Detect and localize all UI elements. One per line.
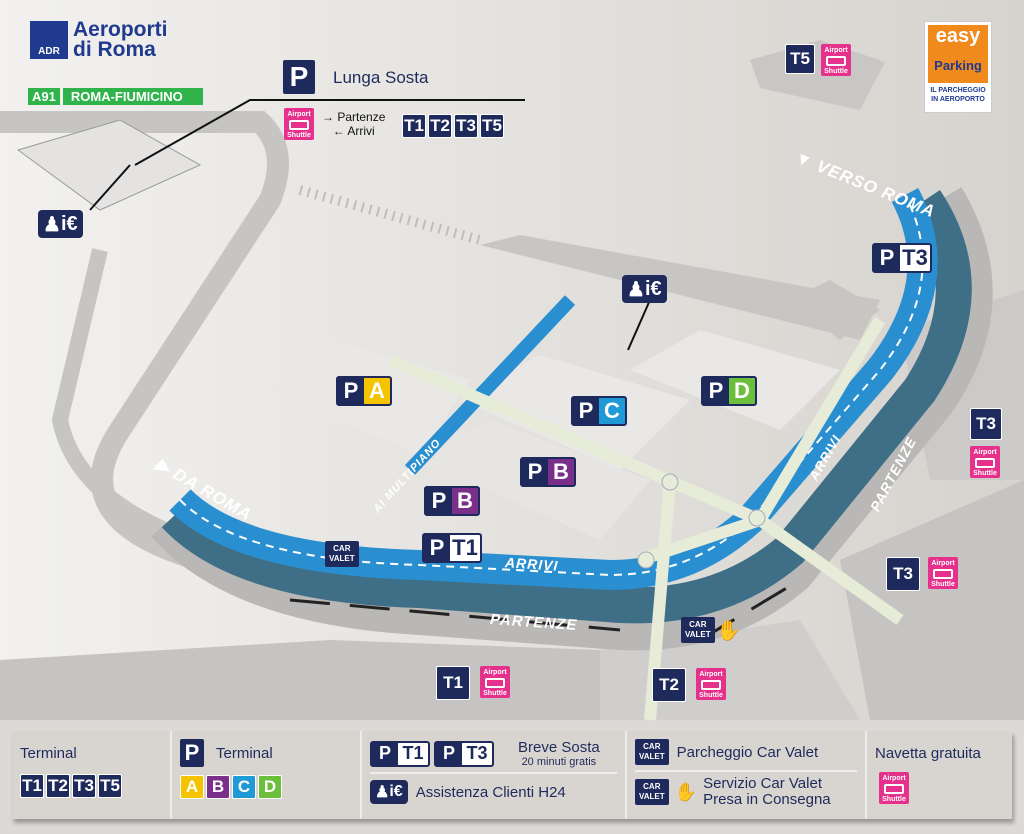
terminal-building <box>480 235 880 340</box>
adr-logo: ADR Aeroporti di Roma <box>30 18 168 61</box>
highway-sign: A91 ROMA-FIUMICINO <box>28 88 203 105</box>
terminal-badge: T1 <box>20 774 44 798</box>
long-stay-label: Lunga Sosta <box>333 68 429 87</box>
terminal-badge: T2 <box>46 774 70 798</box>
legend-terminal-title: Terminal <box>20 745 77 762</box>
valet-hand-icon: ✋ <box>674 781 698 802</box>
adr-mark: ADR <box>30 21 68 59</box>
highway-name: ROMA-FIUMICINO <box>62 88 203 105</box>
terminal-badge: T2 <box>428 114 452 138</box>
departures-label: → Partenze <box>322 110 386 124</box>
assistance-icon: ♟ <box>43 213 61 236</box>
info-point-long-stay: ♟i€ <box>38 210 83 238</box>
terminal-5-building <box>750 40 885 110</box>
terminal-badge: T5 <box>98 774 122 798</box>
assistance-icon: ♟i€ <box>370 780 408 804</box>
terminal-1-building <box>0 640 600 720</box>
terminal-badge: T3 <box>454 114 478 138</box>
parking-icon: P <box>180 739 204 767</box>
valet-hand-icon: ✋ <box>716 620 741 642</box>
arrivals-label: ← Arrivi <box>332 124 375 138</box>
terminal-badge: T1 <box>402 114 426 138</box>
pedestrian-walkways <box>387 316 904 721</box>
brand-line2: di Roma <box>73 38 156 61</box>
assistance-icon: ♟ <box>627 278 645 301</box>
terminal-badge: T5 <box>480 114 504 138</box>
terminal-badge: T3 <box>72 774 96 798</box>
multipiano-ramp <box>404 295 576 475</box>
terminal-3-building <box>840 480 1024 720</box>
access-road <box>0 111 289 571</box>
brand-line1: Aeroporti <box>73 18 168 41</box>
highway-code: A91 <box>28 88 60 105</box>
long-stay-parking-area <box>16 119 202 211</box>
info-point-terminal: ♟i€ <box>622 275 667 303</box>
parking-icon: P <box>283 60 315 94</box>
